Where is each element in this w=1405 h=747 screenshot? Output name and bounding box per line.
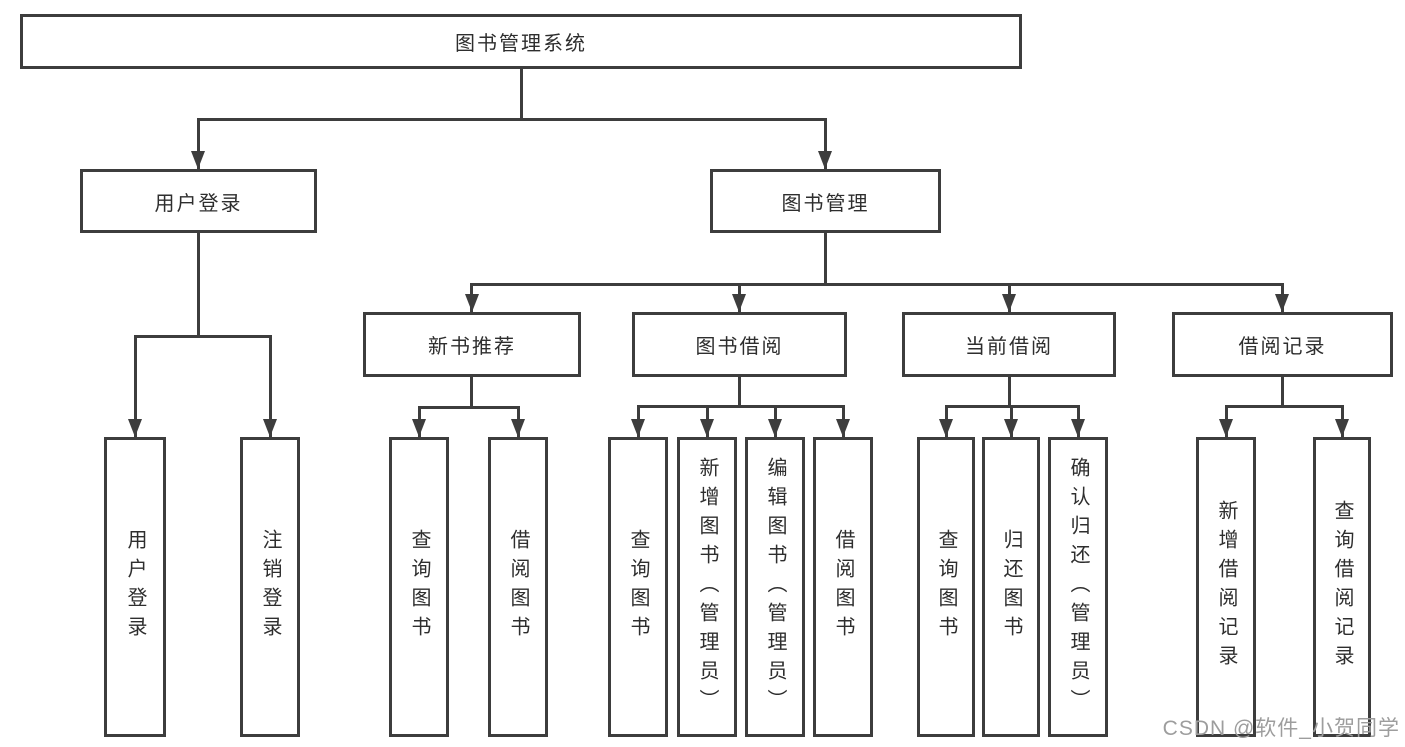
arrowhead-down-user-login-leaf [128,419,142,437]
arrowhead-down-bb-add [700,419,714,437]
node-query-books-recommend: 查询图书 [389,437,449,737]
node-label: 确认归还（管理员） [1067,456,1089,718]
node-label: 借阅图书 [832,529,854,645]
arrowhead-down-new-book-recommendation [465,294,479,312]
edge-user-login-hline [134,335,272,338]
node-label: 借阅记录 [1238,336,1327,358]
arrowhead-down-bb-query [631,419,645,437]
watermark: CSDN @软件_小贺同学 [1162,717,1400,740]
edge-stem-user-login-leaf [134,335,137,437]
node-label: 图书借阅 [695,336,784,358]
node-edit-books-admin: 编辑图书（管理员） [745,437,805,737]
edge-user-login-vline [197,233,200,338]
node-query-books-current: 查询图书 [917,437,975,737]
node-return-books: 归还图书 [982,437,1040,737]
edge-bb-vline [738,377,741,408]
node-new-book-recommendation: 新书推荐 [363,312,581,377]
arrowhead-down-bb-borrow [836,419,850,437]
edge-nbr-hline [418,406,520,409]
node-user-login-leaf: 用户登录 [104,437,166,737]
arrowhead-down-cb-return [1004,419,1018,437]
arrowhead-down-cb-confirm [1071,419,1085,437]
node-label: 归还图书 [1000,529,1022,645]
edge-bb-hline [637,405,845,408]
edge-stem-logout-leaf [269,335,272,437]
arrowhead-down-borrowing-records [1275,294,1289,312]
node-borrowing-records: 借阅记录 [1172,312,1393,377]
node-label: 新增借阅记录 [1215,500,1237,674]
edge-book-management-vline [824,232,827,286]
arrowhead-down-bb-edit [768,419,782,437]
edge-br-hline [1225,405,1344,408]
node-library-management-system: 图书管理系统 [20,14,1022,69]
node-current-borrowing: 当前借阅 [902,312,1116,377]
arrowhead-down-nbr-borrow [511,419,525,437]
edge-cb-vline [1008,377,1011,408]
node-user-login: 用户登录 [80,169,317,233]
node-add-borrow-record: 新增借阅记录 [1196,437,1256,737]
arrowhead-down-logout-leaf [263,419,277,437]
node-add-books-admin: 新增图书（管理员） [677,437,737,737]
node-confirm-return-admin: 确认归还（管理员） [1048,437,1108,737]
node-label: 编辑图书（管理员） [764,456,786,718]
arrowhead-down-current-borrowing [1002,294,1016,312]
node-label: 查询图书 [935,529,957,645]
edge-stem-user-login [197,118,200,169]
edge-br-vline [1281,377,1284,408]
node-query-books-borrowing: 查询图书 [608,437,668,737]
node-label: 注销登录 [259,529,281,645]
node-query-borrow-record: 查询借阅记录 [1313,437,1371,737]
node-label: 用户登录 [124,529,146,645]
arrowhead-down-nbr-query [412,419,426,437]
edge-stem-book-management [824,118,827,169]
edge-nbr-vline [470,377,473,409]
node-label: 用户登录 [154,192,243,215]
node-label: 图书管理 [781,192,870,215]
node-label: 当前借阅 [965,336,1053,358]
arrowhead-down-book-borrowing [732,294,746,312]
arrowhead-down-cb-query [939,419,953,437]
node-label: 查询借阅记录 [1331,500,1353,674]
node-label: 新增图书（管理员） [696,456,718,718]
node-label: 借阅图书 [507,529,529,645]
node-label: 查询图书 [408,529,430,645]
node-book-management: 图书管理 [710,169,941,233]
node-book-borrowing: 图书借阅 [632,312,847,377]
edge-book-management-hline [470,283,1284,286]
arrowhead-down-book-management [818,151,832,169]
node-label: 查询图书 [627,529,649,645]
node-logout-leaf: 注销登录 [240,437,300,737]
node-borrow-books-recommend: 借阅图书 [488,437,548,737]
node-borrow-books-borrowing: 借阅图书 [813,437,873,737]
arrowhead-down-user-login [191,151,205,169]
arrowhead-down-br-query [1335,419,1349,437]
node-label: 图书管理系统 [455,33,587,55]
edge-root-hline [197,118,827,121]
arrowhead-down-br-add [1219,419,1233,437]
node-label: 新书推荐 [428,336,516,358]
edge-root-vline [520,68,523,121]
